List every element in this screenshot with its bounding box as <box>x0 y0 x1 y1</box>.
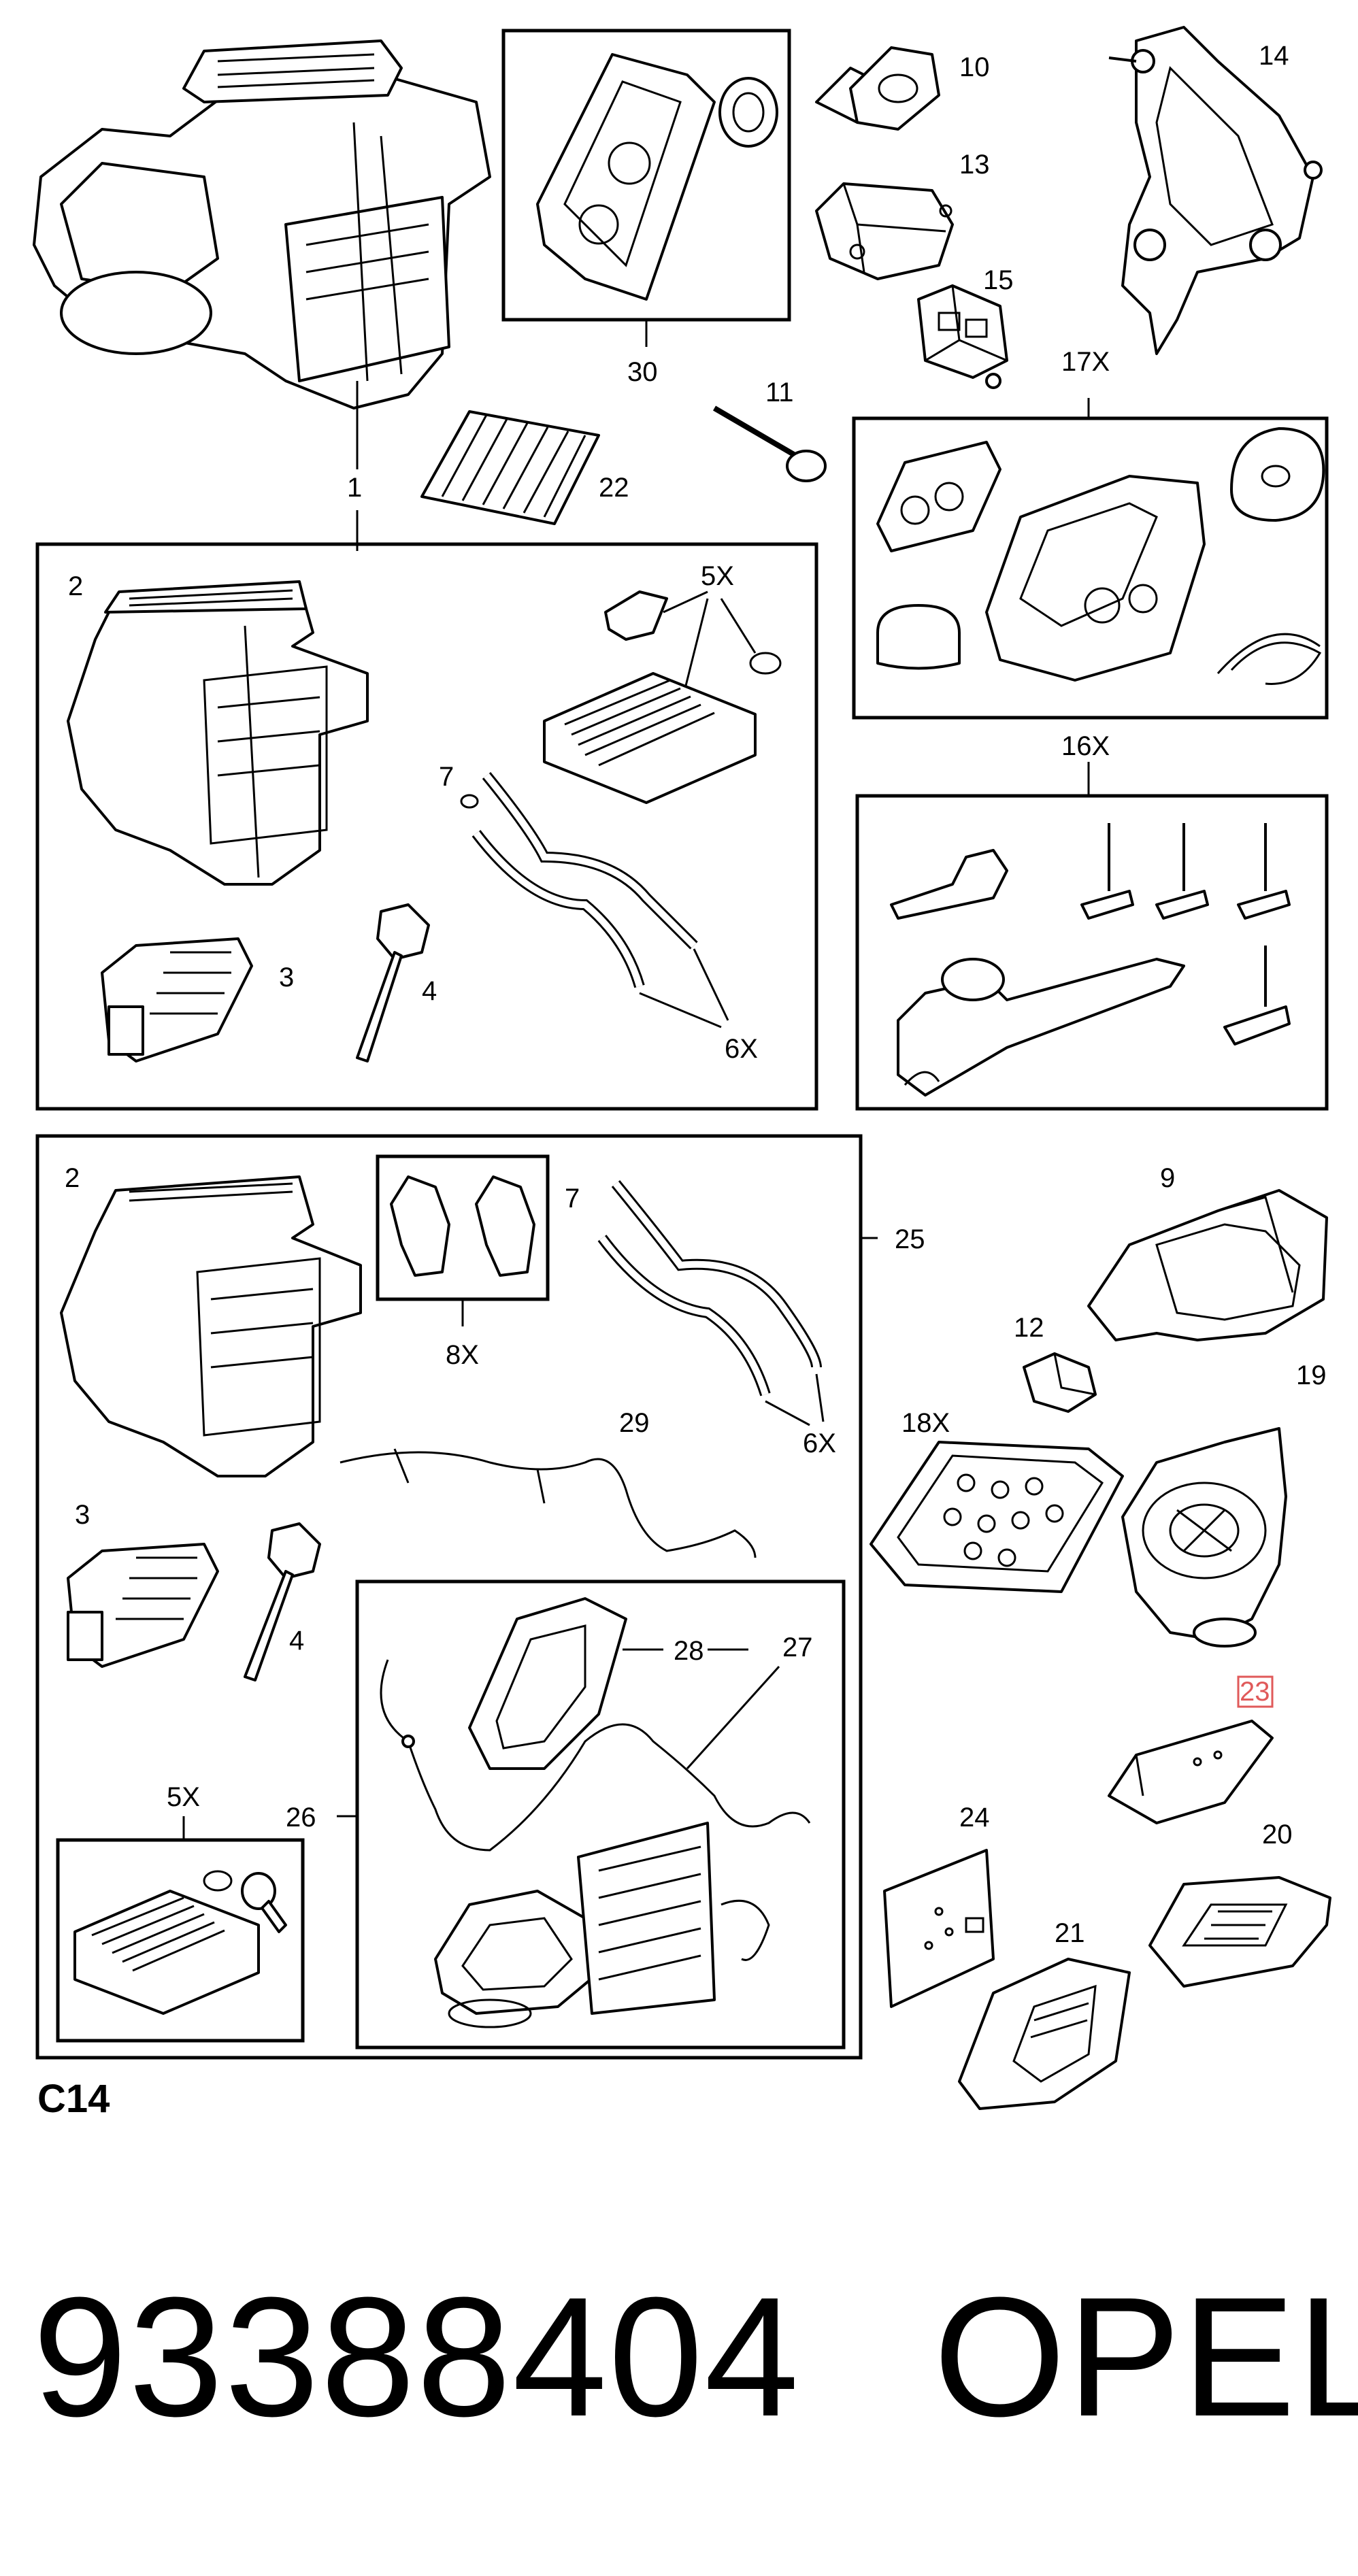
callout-7b: 7 <box>565 1184 580 1214</box>
part-12-sensor <box>1023 1352 1097 1413</box>
hvac-unit-assembly <box>33 39 491 409</box>
callout-3a: 3 <box>279 963 294 992</box>
part-5x-heater-core-top <box>543 590 782 804</box>
callout-16x: 16X <box>1061 731 1110 761</box>
callout-30: 30 <box>627 357 658 387</box>
callout-24: 24 <box>959 1803 990 1833</box>
part-20-air-inlet <box>1148 1876 1331 1988</box>
part-15-sensor <box>917 284 1008 389</box>
callout-5x-bottom: 5X <box>167 1782 200 1812</box>
callout-21: 21 <box>1055 1918 1085 1948</box>
part-16x-box <box>855 794 1329 1111</box>
part-2-housing-bottom <box>60 1175 362 1477</box>
callout-25: 25 <box>895 1224 925 1254</box>
part-3-blower-resistor-bottom <box>67 1543 219 1668</box>
part-26-hvac-module-kit <box>434 1822 770 2028</box>
callout-5x-top: 5X <box>701 561 734 591</box>
part-3-blower-resistor-top <box>101 937 253 1063</box>
part-17x-box <box>852 416 1329 720</box>
callout-4b: 4 <box>289 1626 304 1656</box>
callout-11: 11 <box>765 378 794 407</box>
part-29-wiring-harness <box>340 1448 757 1558</box>
part-16x-levers-kit <box>890 823 1291 1097</box>
part-6x-pipes-bottom <box>597 1180 822 1396</box>
callout-17x: 17X <box>1061 347 1110 377</box>
callout-13: 13 <box>959 150 990 180</box>
part-27-harness <box>380 1659 811 1852</box>
part-6x-pipes-top <box>460 771 698 988</box>
callout-19: 19 <box>1296 1360 1327 1390</box>
callout-12: 12 <box>1014 1313 1044 1343</box>
callout-1: 1 <box>347 473 362 503</box>
part-4-temperature-sensor-bottom <box>244 1522 321 1682</box>
part-9-air-duct <box>1087 1189 1328 1341</box>
callout-2a: 2 <box>68 571 83 601</box>
callout-4a: 4 <box>422 976 437 1006</box>
callout-6x-top: 6X <box>725 1034 758 1064</box>
part-17x-seal-kit <box>876 427 1325 685</box>
part-4-temperature-sensor-top <box>356 903 430 1063</box>
callout-2b: 2 <box>65 1163 80 1193</box>
part-24-panel <box>883 1849 995 2008</box>
callout-29: 29 <box>619 1408 650 1438</box>
callout-6x-bottom: 6X <box>803 1428 836 1458</box>
part-21-duct <box>958 1958 1131 2110</box>
part-30-housing <box>536 53 778 301</box>
callout-10: 10 <box>959 52 990 82</box>
callout-8x: 8X <box>446 1340 479 1370</box>
part-5x-box <box>56 1838 305 2043</box>
part-11-bolt <box>712 405 827 482</box>
callout-28: 28 <box>674 1636 704 1666</box>
part-1-box <box>35 542 818 1111</box>
callout-15: 15 <box>983 265 1014 295</box>
callout-26: 26 <box>286 1803 316 1833</box>
callout-14: 14 <box>1259 41 1289 71</box>
part-22-cabin-filter <box>420 410 600 525</box>
part-18x-fastener-kit <box>870 1441 1124 1593</box>
callout-18x: 18X <box>901 1408 950 1438</box>
callout-9: 9 <box>1160 1163 1175 1193</box>
callout-23: 23 <box>1240 1677 1270 1707</box>
part-26-box <box>355 1579 846 2050</box>
part-19-blower-motor <box>1121 1427 1287 1647</box>
part-number: 93388404 <box>33 2262 801 2452</box>
part-8x-clips <box>390 1175 535 1277</box>
part-14-bracket <box>1108 26 1323 355</box>
group-code: C14 <box>37 2077 110 2121</box>
brand-name: OPEL <box>933 2262 1358 2452</box>
callout-7a: 7 <box>439 762 454 792</box>
callout-23-highlight <box>1237 1675 1274 1708</box>
part-5x-heater-core-bottom <box>73 1870 287 2015</box>
callout-27: 27 <box>782 1633 813 1662</box>
part-25-box <box>35 1134 863 2060</box>
part-23-cover <box>1108 1720 1274 1824</box>
part-2-housing-top <box>67 580 369 886</box>
part-13-actuator <box>815 182 954 280</box>
callout-22: 22 <box>599 473 629 503</box>
part-28-housing-seal <box>468 1597 627 1770</box>
callout-3b: 3 <box>75 1500 90 1530</box>
part-10-connector <box>815 46 940 131</box>
callout-20: 20 <box>1262 1820 1293 1850</box>
